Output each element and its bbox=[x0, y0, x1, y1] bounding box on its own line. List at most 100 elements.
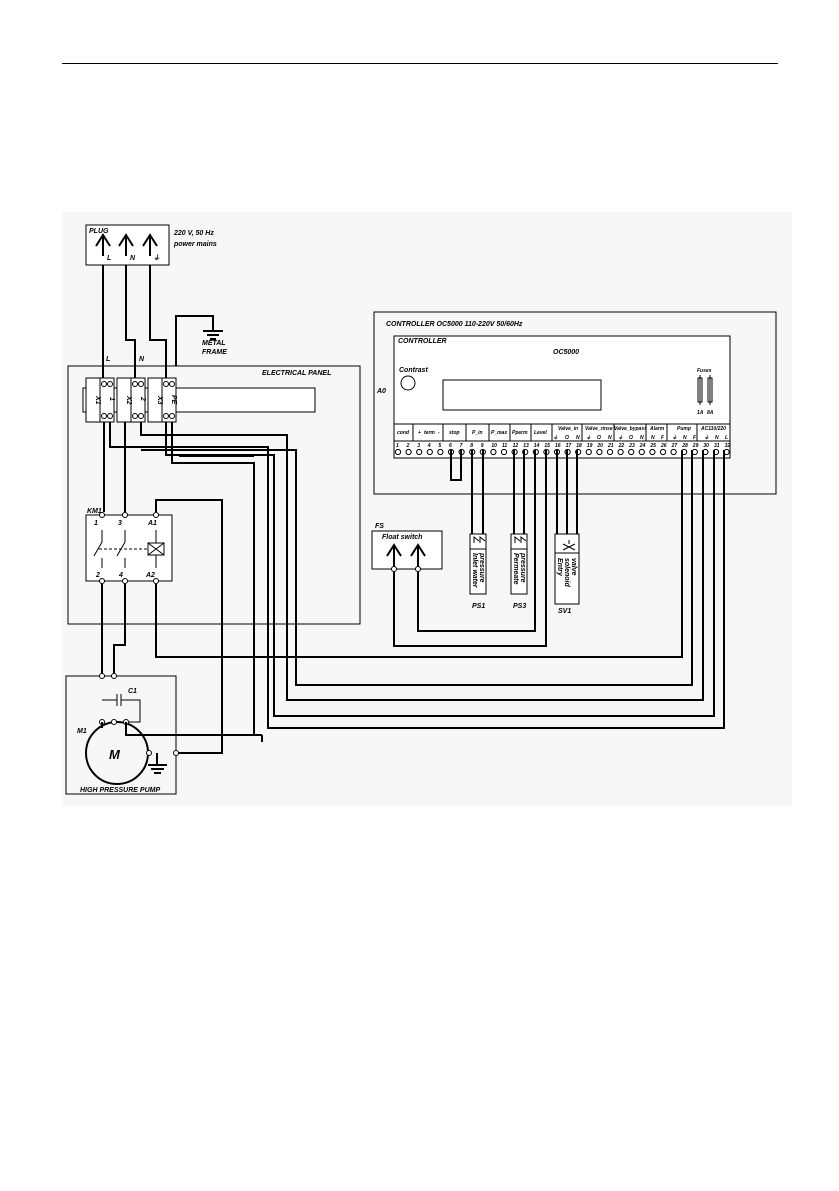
sub-valve-bypass-n: N bbox=[640, 435, 644, 441]
controller-terminal-screw bbox=[659, 448, 667, 456]
group-valve-in: Valve_in bbox=[558, 426, 578, 432]
ps1-ref: PS1 bbox=[472, 603, 485, 610]
sv1-line1: Entry bbox=[556, 558, 563, 577]
sub-valve-bypass-o: O bbox=[629, 435, 633, 441]
contrast-knob[interactable] bbox=[400, 375, 416, 391]
terminal-group-labels: cond + term - stop P_in P_max Pperm Leve… bbox=[397, 426, 726, 436]
controller-terminal-number: 29 bbox=[692, 443, 699, 449]
group-pperm: Pperm bbox=[512, 430, 528, 436]
sensor-sv1: Entry solenoid valve SV1 bbox=[554, 533, 580, 615]
group-ac: AC110/220 bbox=[700, 426, 726, 432]
panel-title: ELECTRICAL PANEL bbox=[262, 370, 331, 377]
contactor-a2: A2 bbox=[145, 572, 155, 579]
sub-pump-f: F bbox=[693, 435, 697, 441]
metal-frame-label-1: METAL bbox=[202, 340, 226, 347]
wires bbox=[101, 265, 725, 754]
fuse-icon bbox=[697, 375, 713, 405]
controller-terminal-number: 22 bbox=[618, 443, 625, 449]
controller-terminal-screw bbox=[649, 448, 656, 456]
controller-terminal-number: 6 bbox=[449, 443, 452, 449]
capacitor-icon bbox=[102, 694, 141, 723]
sub-valve-rinse-n: N bbox=[608, 435, 612, 441]
pressure-switch-icon bbox=[470, 535, 486, 550]
sub-ac-n: N bbox=[715, 435, 719, 441]
plug-pin-pe: ⏚ bbox=[153, 254, 160, 262]
group-minus: - bbox=[438, 430, 440, 436]
terminal-x2: X2 bbox=[125, 395, 132, 405]
motor-label: M bbox=[109, 747, 121, 762]
sub-valve-in-pe: ⏚ bbox=[553, 434, 558, 441]
sub-ac-pe: ⏚ bbox=[704, 434, 709, 441]
float-switch-ref: FS bbox=[375, 523, 384, 530]
pressure-switch-icon bbox=[511, 535, 527, 550]
contactor-t3: 3 bbox=[118, 520, 122, 527]
controller-terminal-number: 1 bbox=[396, 443, 399, 449]
contactor-t2: 2 bbox=[95, 572, 100, 579]
controller-terminal-screw bbox=[617, 448, 624, 456]
controller-terminal-number: 5 bbox=[438, 443, 441, 449]
controller-terminal-number: 8 bbox=[470, 443, 473, 449]
pump-ground-icon bbox=[148, 753, 167, 774]
display-screen bbox=[442, 379, 602, 411]
sensor-ps3: Permeate pressure PS3 bbox=[510, 533, 528, 610]
group-alarm: Alarm bbox=[649, 426, 665, 432]
solenoid-valve-icon bbox=[555, 540, 579, 554]
sub-valve-rinse-pe: ⏚ bbox=[586, 434, 591, 441]
plug-block: PLUG 220 V, 50 Hz power mains L N ⏚ bbox=[85, 224, 217, 266]
sub-alarm-n: N bbox=[651, 435, 655, 441]
controller-terminal-number: 31 bbox=[714, 443, 720, 449]
controller-terminal-screw bbox=[628, 448, 635, 456]
sub-valve-bypass-pe: ⏚ bbox=[618, 434, 623, 441]
sub-alarm-f: F bbox=[661, 435, 665, 441]
controller-terminal-screw bbox=[670, 448, 677, 456]
controller-terminal-number: 3 bbox=[417, 443, 420, 449]
controller-oc5000: CONTROLLER OC5000 110-220V 50/60Hz A0 CO… bbox=[373, 311, 777, 495]
plug-box bbox=[85, 224, 170, 266]
controller-model: OC5000 bbox=[553, 349, 579, 356]
high-pressure-pump: HIGH PRESSURE PUMP M1 M C1 bbox=[65, 673, 179, 795]
sub-valve-rinse-o: O bbox=[597, 435, 601, 441]
controller-terminal-number: 9 bbox=[481, 443, 484, 449]
plug-arrow-icon bbox=[95, 233, 158, 256]
sub-pump-pe: ⏚ bbox=[672, 434, 677, 441]
ps1-line1: Inlet water bbox=[471, 553, 478, 589]
controller-terminal-number: 26 bbox=[660, 443, 667, 449]
contactor-name: KM1 bbox=[87, 508, 102, 515]
metal-frame-ground: METAL FRAME bbox=[175, 315, 227, 370]
controller-terminal-screw bbox=[606, 448, 614, 456]
pump-title: HIGH PRESSURE PUMP bbox=[80, 787, 160, 794]
electrical-panel: ELECTRICAL PANEL L N X1 X2 X3 1 2 PE bbox=[67, 356, 361, 625]
sub-ac-l: L bbox=[725, 435, 728, 441]
controller-terminal-number: 23 bbox=[628, 443, 635, 449]
panel-label-l: L bbox=[106, 356, 110, 363]
controller-terminal-number: 10 bbox=[491, 443, 497, 449]
controller-terminal-screw bbox=[394, 448, 402, 456]
terminal-1: 1 bbox=[108, 397, 115, 401]
terminal-pe: PE bbox=[170, 395, 177, 405]
contactor-a1: A1 bbox=[147, 520, 157, 527]
controller-outer-title: CONTROLLER OC5000 110-220V 50/60Hz bbox=[386, 321, 523, 328]
controller-terminal-number: 24 bbox=[639, 443, 646, 449]
contrast-label: Contrast bbox=[399, 367, 428, 374]
controller-terminal-number: 19 bbox=[587, 443, 593, 449]
float-switch-box bbox=[371, 530, 443, 570]
float-switch-label: Float switch bbox=[382, 534, 422, 541]
motor-ref: M1 bbox=[77, 728, 87, 735]
group-valve-bypass: Valve_bypass bbox=[614, 426, 647, 432]
header-rule bbox=[62, 63, 778, 64]
controller-terminal-number: 27 bbox=[671, 443, 678, 449]
panel-label-n: N bbox=[139, 356, 145, 363]
contactor-t1: 1 bbox=[94, 520, 98, 527]
terminal-x3: X3 bbox=[156, 395, 163, 405]
controller-terminal-number: 7 bbox=[460, 443, 463, 449]
controller-terminal-number: 25 bbox=[649, 443, 656, 449]
sub-pump-n: N bbox=[683, 435, 687, 441]
controller-terminal-number: 32 bbox=[725, 443, 731, 449]
ps3-line1: Permeate bbox=[512, 553, 519, 585]
controller-terminal-number: 15 bbox=[544, 443, 550, 449]
plug-pin-l: L bbox=[107, 255, 111, 262]
terminal-sublabels: ⏚ O N ⏚ O N ⏚ O N N F ⏚ N F ⏚ N L bbox=[553, 434, 728, 441]
terminal-blocks bbox=[85, 377, 177, 423]
controller-terminal-screw bbox=[596, 448, 603, 456]
